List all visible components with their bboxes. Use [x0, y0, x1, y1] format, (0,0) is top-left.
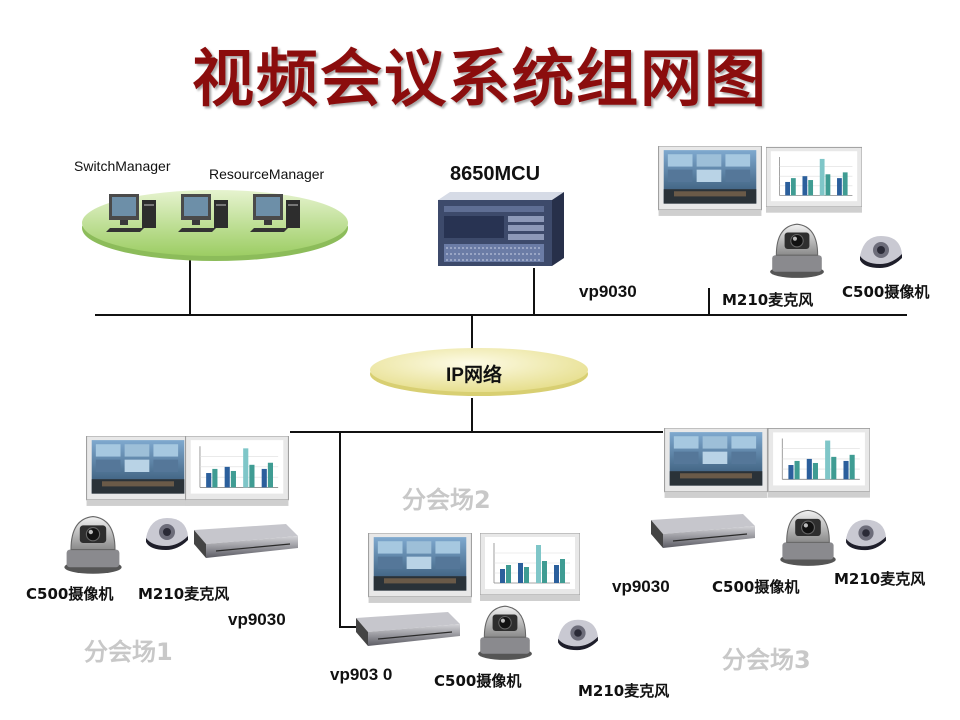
camera-icon [474, 600, 536, 662]
chart-monitor-icon [184, 436, 290, 508]
video-monitor-icon [86, 436, 190, 508]
ip-network-label: IP网络 [446, 365, 502, 386]
diagram-title: 视频会议系统组网图 [191, 42, 768, 115]
site1-name: 分会场1 [84, 638, 173, 666]
site1-mic-label: M210麦克风 [138, 585, 230, 603]
site2-camera-label: C500摄像机 [434, 672, 522, 690]
microphone-icon [856, 230, 906, 270]
main-site-mic-label: M210麦克风 [722, 291, 814, 309]
switch-manager-label: SwitchManager [74, 158, 171, 174]
mcu-label: 8650MCU [450, 163, 541, 185]
resource-manager-label: ResourceManager [209, 166, 325, 182]
site3-mic-label: M210麦克风 [834, 570, 926, 588]
main-site-terminal-label: vp9030 [579, 282, 637, 301]
desktop-computer-icon [178, 192, 238, 236]
mcu-chassis-icon [438, 192, 564, 266]
terminal-icon [646, 512, 758, 552]
site1-camera-label: C500摄像机 [26, 585, 114, 603]
chart-monitor-icon [480, 533, 580, 603]
top-bus-line [95, 314, 907, 316]
desktop-computer-icon [250, 192, 310, 236]
chart-monitor-icon [766, 146, 862, 216]
camera-icon [60, 510, 126, 576]
site2-terminal-label: vp903 0 [330, 665, 393, 684]
camera-icon [776, 504, 840, 568]
ip-network-ellipse [368, 346, 590, 398]
microphone-icon [554, 614, 602, 652]
site3-name: 分会场3 [722, 646, 811, 674]
video-monitor-icon [368, 533, 472, 605]
site2-mic-label: M210麦克风 [578, 682, 670, 700]
lower-bus-line [290, 431, 663, 433]
site2-name: 分会场2 [402, 486, 491, 514]
video-monitor-icon [658, 146, 762, 218]
site2-stub-line [339, 626, 357, 628]
site3-terminal-label: vp9030 [612, 577, 670, 596]
network-to-lower-bus-line [471, 398, 473, 432]
camera-icon [766, 218, 828, 280]
mcu-drop-line [533, 268, 535, 315]
site2-drop-line [339, 432, 341, 628]
site3-camera-label: C500摄像机 [712, 578, 800, 596]
terminal-icon [190, 522, 300, 562]
main-site-camera-label: C500摄像机 [842, 283, 930, 301]
main-site-drop-line [708, 288, 710, 315]
desktop-computer-icon [106, 192, 166, 236]
video-monitor-icon [664, 428, 768, 500]
microphone-icon [842, 514, 890, 552]
bus-to-network-line [471, 315, 473, 350]
server-drop-line [189, 255, 191, 315]
terminal-icon [352, 610, 462, 650]
site1-terminal-label: vp9030 [228, 610, 286, 629]
chart-monitor-icon [768, 428, 870, 500]
microphone-icon [142, 512, 192, 552]
